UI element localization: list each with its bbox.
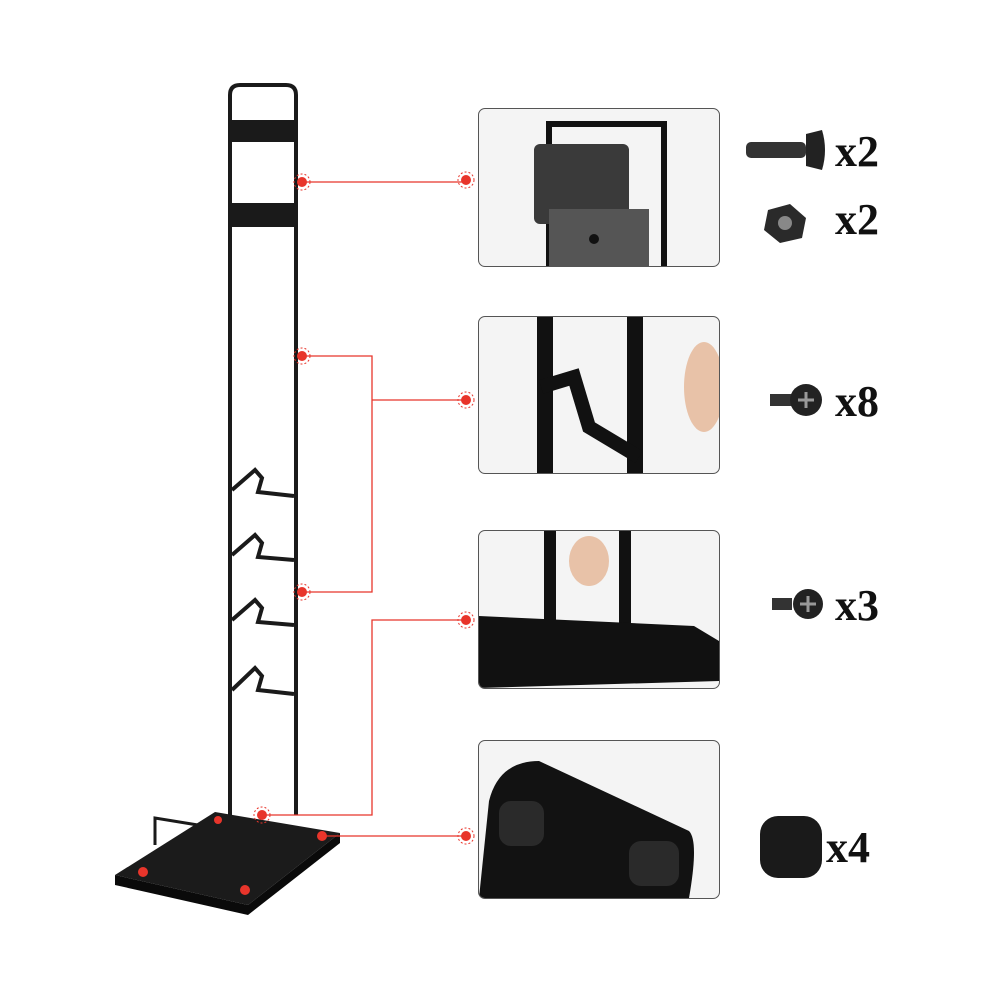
- screw-quantity: x3: [835, 581, 879, 630]
- pad-quantity: x4: [826, 823, 870, 872]
- detail-panel-base-attachment: [478, 530, 720, 689]
- stand-base: [115, 812, 340, 915]
- detail-panel-rubber-pads: [478, 740, 720, 899]
- screw-quantity: x8: [835, 377, 879, 426]
- detail-panel-mount-bracket: [478, 108, 720, 267]
- detail-panel-hook-assembly: [478, 316, 720, 474]
- nut-quantity: x2: [835, 195, 879, 244]
- callout-dot-rings: [253, 171, 475, 845]
- callout-lines: [262, 181, 466, 837]
- callout-dots: [257, 175, 471, 841]
- bolt-quantity: x2: [835, 127, 879, 176]
- stand-frame: [153, 83, 298, 870]
